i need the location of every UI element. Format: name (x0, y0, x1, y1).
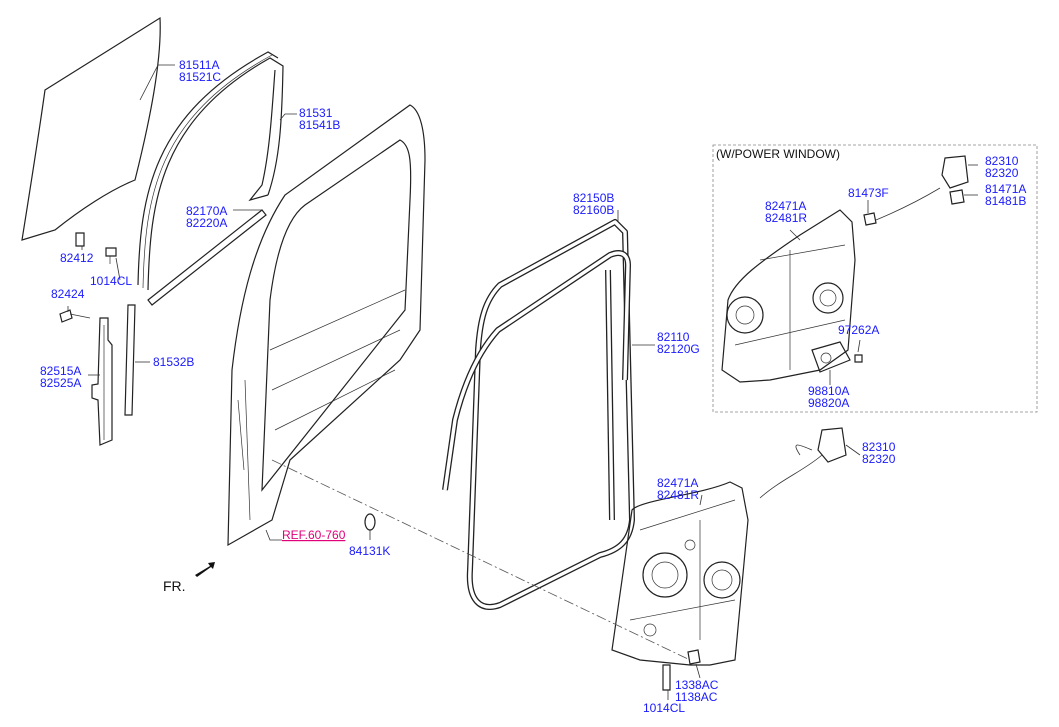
bolt-1014CL-lower (662, 664, 671, 691)
power-window-module-panel (721, 209, 856, 383)
label-1338AC: 1338AC (675, 678, 719, 692)
label-81521C: 81521C (179, 70, 221, 84)
door-latch (759, 427, 847, 499)
regulator-rail (91, 317, 113, 446)
nut-1338AC (687, 649, 701, 665)
label-81471A: 81471A (985, 182, 1026, 196)
label-81511A: 81511A (179, 58, 219, 72)
screw-97262A (854, 354, 863, 363)
label-82481R-box: 82481R (765, 211, 807, 225)
label-81481B: 81481B (985, 194, 1026, 208)
bolt-82412 (75, 232, 85, 247)
label-82320-box: 82320 (985, 166, 1019, 180)
label-82150B: 82150B (573, 191, 614, 205)
label-97262A: 97262A (838, 323, 879, 337)
label-81541B: 81541B (299, 118, 340, 132)
label-1014CL-bottom: 1014CL (643, 701, 685, 715)
label-82481R: 82481R (657, 488, 699, 502)
belt-weatherstrip (147, 209, 267, 306)
label-81473F: 81473F (848, 186, 889, 200)
label-81532B: 81532B (153, 355, 194, 369)
label-84131K: 84131K (349, 544, 390, 558)
alignment-line (271, 459, 691, 661)
label-82424: 82424 (51, 287, 85, 301)
label-82310: 82310 (862, 440, 896, 454)
door-glass (21, 16, 161, 241)
window-motor (811, 341, 851, 373)
reference-link[interactable]: REF.60-760 (282, 528, 346, 542)
door-weatherstrip-outer (466, 219, 635, 610)
door-weatherstrip-inner (442, 250, 631, 521)
bolt-1014CL-upper (105, 247, 117, 264)
label-82160B: 82160B (573, 203, 614, 217)
label-82170A: 82170A (186, 204, 227, 218)
box-title: (W/POWER WINDOW) (716, 147, 840, 161)
rear-channel (124, 304, 136, 416)
door-module-panel (611, 481, 749, 666)
window-switch-connector (863, 187, 941, 226)
plug-84131K (364, 513, 376, 531)
label-82110: 82110 (657, 330, 690, 344)
label-82525A: 82525A (40, 376, 81, 390)
glass-run-channel (137, 51, 284, 291)
label-82220A: 82220A (186, 216, 227, 230)
front-arrow-icon (195, 562, 215, 577)
leader-lines (67, 64, 978, 700)
label-98820A: 98820A (808, 396, 849, 410)
bolt-82424 (59, 309, 91, 323)
front-indicator-label: FR. (163, 578, 186, 594)
label-82471A-box: 82471A (765, 199, 806, 213)
label-98810A: 98810A (808, 384, 849, 398)
label-82310-box: 82310 (985, 154, 1019, 168)
power-door-latch (941, 155, 969, 205)
label-82412: 82412 (60, 251, 94, 265)
label-81531: 81531 (299, 106, 333, 120)
front-direction-indicator: FR. (163, 562, 215, 594)
label-1014CL-top: 1014CL (90, 274, 132, 288)
label-82320: 82320 (862, 452, 896, 466)
label-82471A: 82471A (657, 476, 698, 490)
label-82515A: 82515A (40, 364, 81, 378)
door-panel (227, 104, 426, 547)
power-window-box (712, 144, 1038, 413)
label-82120G: 82120G (657, 342, 700, 356)
label-1138AC: 1138AC (675, 690, 718, 704)
